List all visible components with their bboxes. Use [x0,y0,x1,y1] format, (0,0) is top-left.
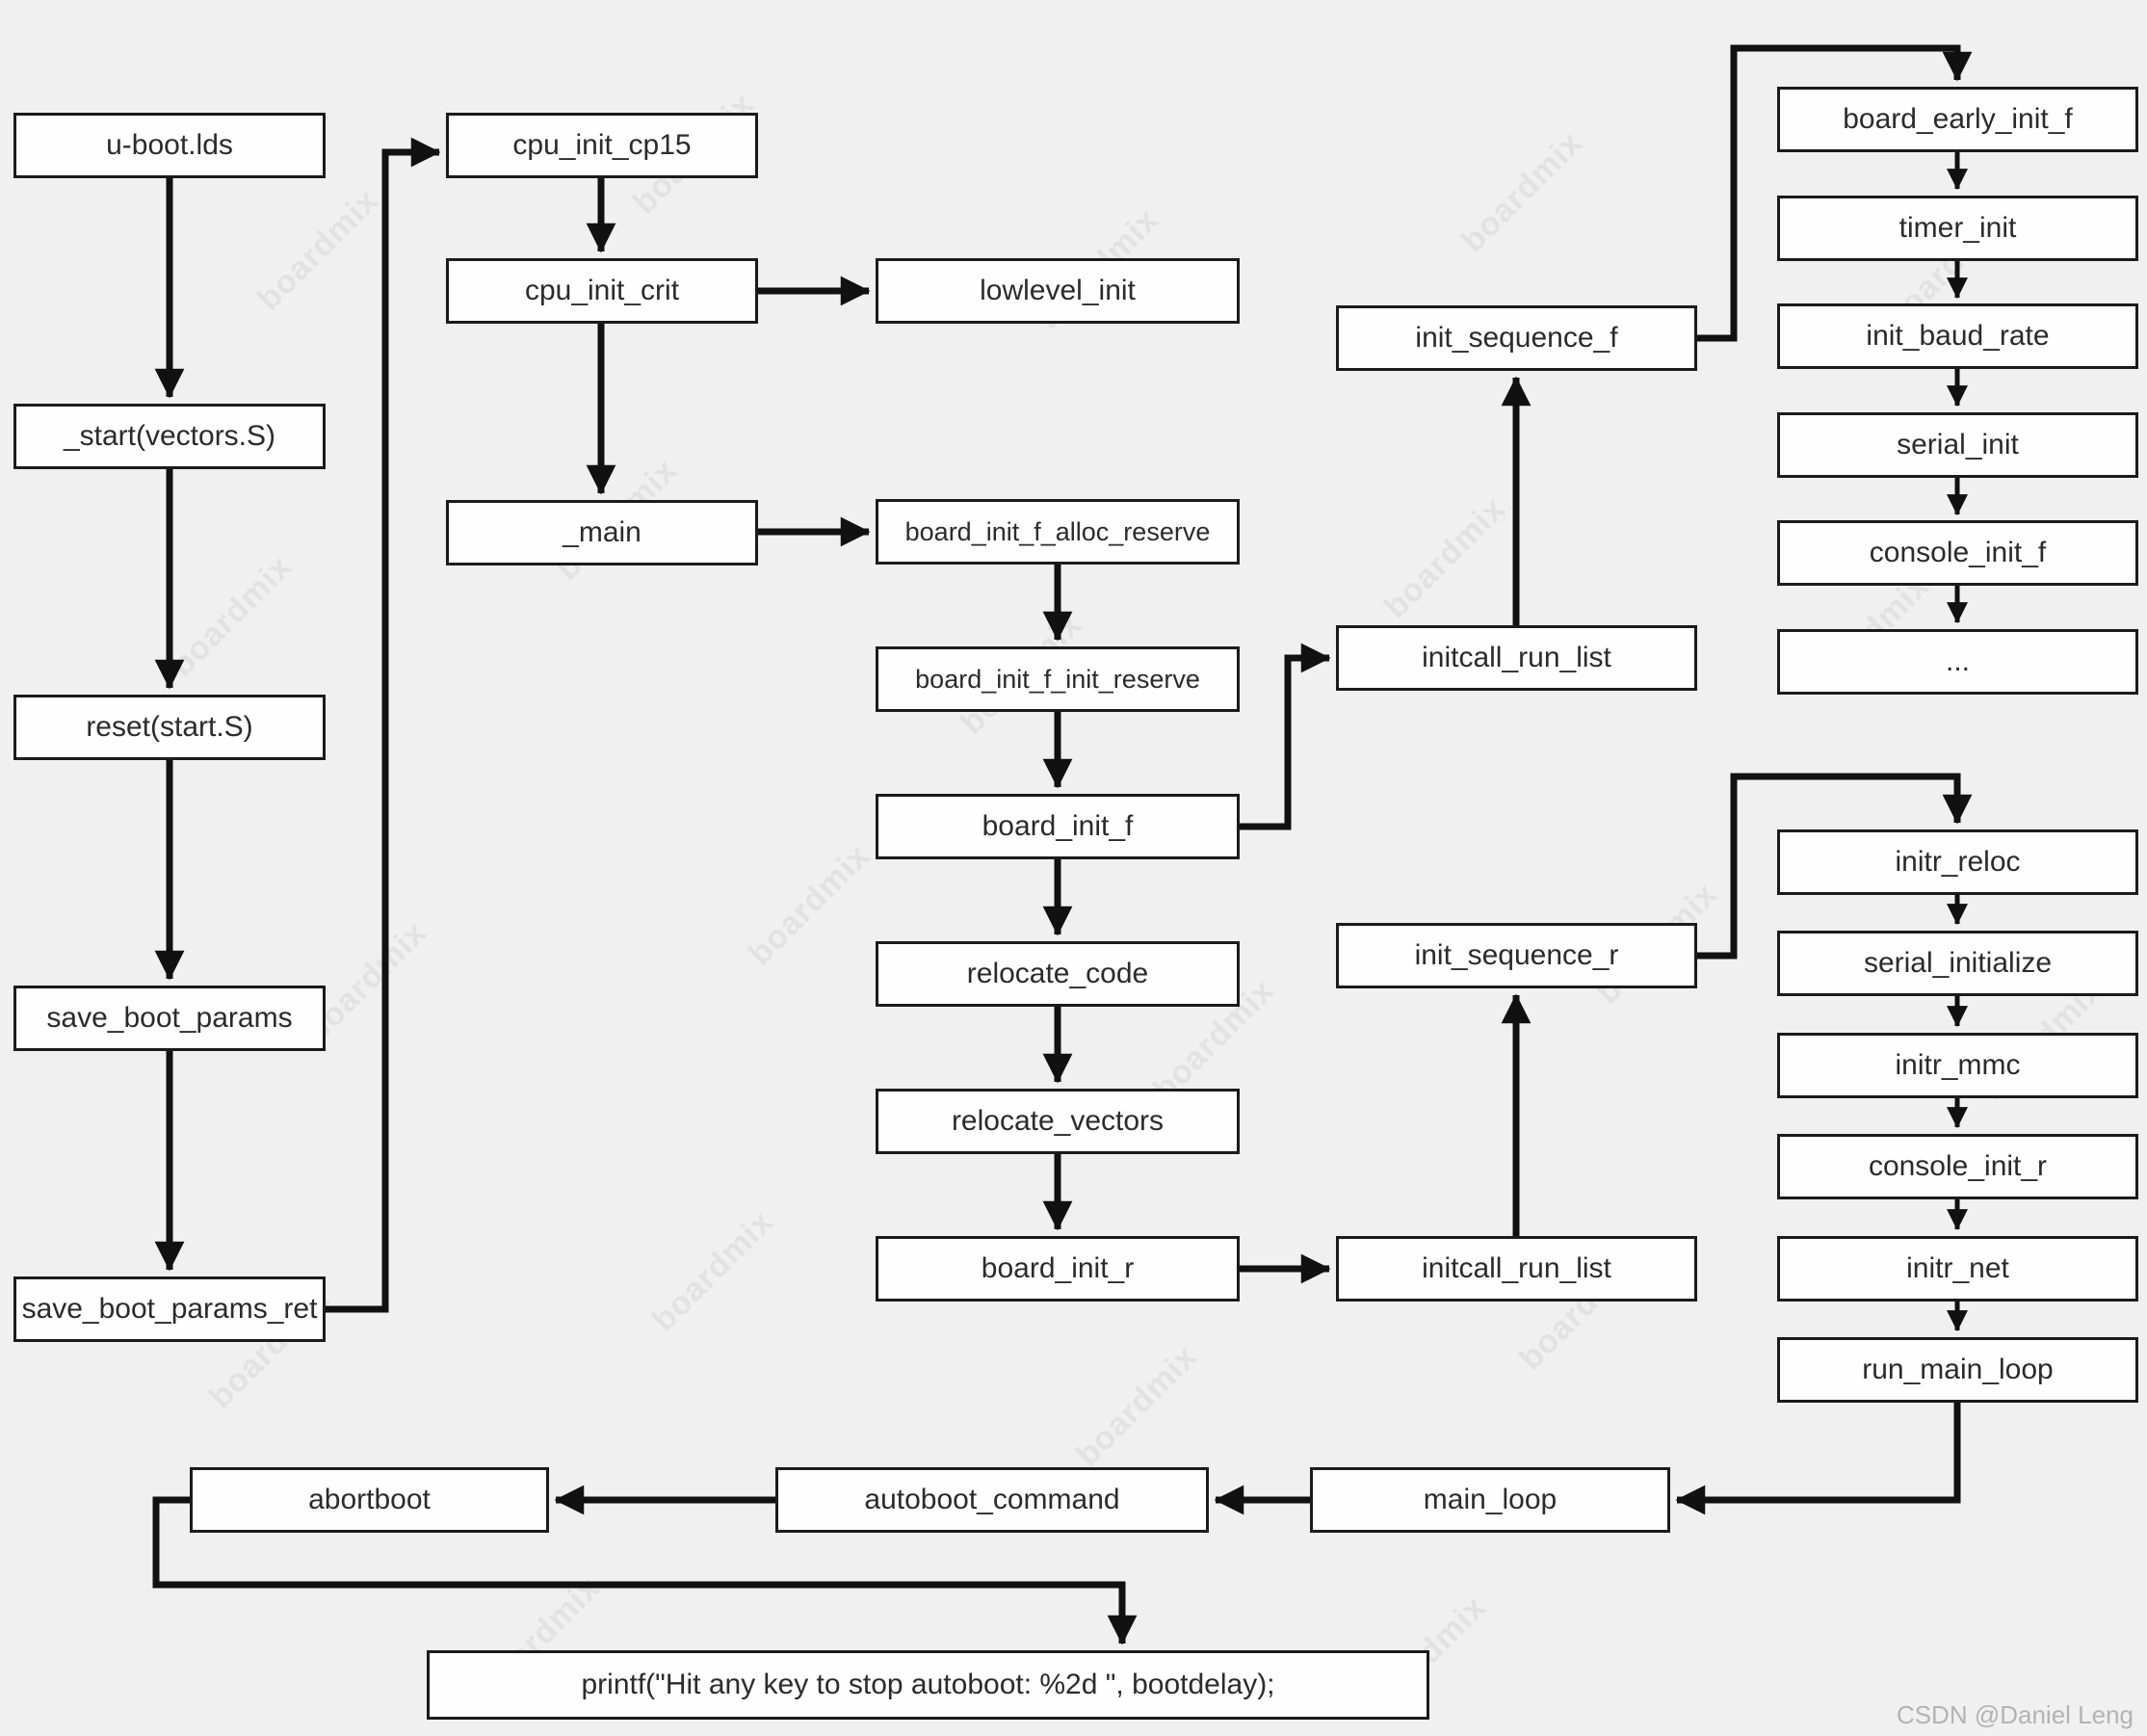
node-u-boot-lds: u-boot.lds [13,113,326,178]
node-initcall-run-list-f: initcall_run_list [1336,625,1697,691]
node-start-vectors: _start(vectors.S) [13,404,326,469]
node-label: board_init_f_init_reserve [915,664,1200,694]
node-cpu-init-cp15: cpu_init_cp15 [446,113,758,178]
node-label: u-boot.lds [106,129,233,161]
node-board-init-f-init-reserve: board_init_f_init_reserve [876,646,1240,712]
node-label: cpu_init_crit [524,275,680,306]
node-save-boot-params-ret: save_boot_params_ret [13,1276,326,1342]
node-label: save_boot_params_ret [21,1293,318,1325]
node-label: initr_net [1906,1252,2009,1284]
node-label: timer_init [1898,212,2017,244]
node-label: _start(vectors.S) [63,420,276,452]
node-run-main-loop: run_main_loop [1777,1337,2138,1403]
csdn-credit: CSDN @Daniel Leng [1896,1700,2134,1729]
node-board-init-f: board_init_f [876,794,1240,859]
node-label: relocate_code [966,958,1149,989]
node-label: initr_mmc [1895,1049,2021,1081]
node-label: serial_init [1897,429,2019,460]
node-label: console_init_r [1868,1150,2048,1182]
node-initr-mmc: initr_mmc [1777,1033,2138,1098]
node-init-sequence-r: init_sequence_r [1336,923,1697,988]
node-label: init_sequence_r [1414,939,1619,971]
node-main: _main [446,500,758,566]
node-autoboot-command: autoboot_command [775,1467,1209,1533]
node-console-init-r: console_init_r [1777,1134,2138,1199]
node-console-init-f: console_init_f [1777,520,2138,586]
node-label: board_init_f_alloc_reserve [904,516,1211,546]
node-label: init_baud_rate [1866,320,2050,352]
node-save-boot-params: save_boot_params [13,986,326,1051]
node-label: initr_reloc [1895,846,2021,878]
arrow-initseq-r-to-initr-reloc [1697,773,1973,960]
node-label: initcall_run_list [1422,642,1611,673]
node-initr-reloc: initr_reloc [1777,829,2138,895]
node-reset-start: reset(start.S) [13,695,326,760]
node-label: relocate_vectors [951,1105,1165,1137]
arrow-binitf-to-initcall-f [1240,643,1331,830]
node-serial-init: serial_init [1777,412,2138,478]
node-timer-init: timer_init [1777,196,2138,261]
node-printf-hit-any-key: printf("Hit any key to stop autoboot: %2… [427,1650,1429,1720]
node-board-init-r: board_init_r [876,1236,1240,1302]
node-serial-initialize: serial_initialize [1777,931,2138,996]
node-label: save_boot_params [46,1002,293,1034]
node-initcall-run-list-r: initcall_run_list [1336,1236,1697,1302]
node-board-early-init-f: board_early_init_f [1777,87,2138,152]
node-board-init-f-alloc-reserve: board_init_f_alloc_reserve [876,499,1240,565]
node-init-sequence-f: init_sequence_f [1336,305,1697,371]
node-cpu-init-crit: cpu_init_crit [446,258,758,324]
node-label: board_init_r [981,1252,1135,1284]
node-label: init_sequence_f [1415,322,1618,354]
node-label: printf("Hit any key to stop autoboot: %2… [581,1669,1275,1700]
node-main-loop: main_loop [1310,1467,1670,1533]
node-label: main_loop [1423,1484,1558,1515]
node-label: autoboot_command [864,1484,1120,1515]
node-lowlevel-init: lowlevel_init [876,258,1240,324]
node-ellipsis: ... [1777,629,2138,695]
arrow-abortboot-to-printf [152,1496,1138,1645]
node-init-baud-rate: init_baud_rate [1777,303,2138,369]
node-label: board_early_init_f [1843,103,2073,135]
node-relocate-vectors: relocate_vectors [876,1089,1240,1154]
arrow-initseq-f-to-boardearly [1697,44,1973,342]
node-label: initcall_run_list [1422,1252,1611,1284]
node-label: reset(start.S) [86,711,253,743]
node-relocate-code: relocate_code [876,941,1240,1007]
node-initr-net: initr_net [1777,1236,2138,1302]
node-label: cpu_init_cp15 [512,129,692,161]
node-label: abortboot [308,1484,431,1515]
node-label: run_main_loop [1862,1354,2054,1385]
node-label: serial_initialize [1863,947,2053,979]
node-label: ... [1945,645,1970,677]
arrow-runmainloop-to-mainloop [1675,1403,1961,1515]
node-label: console_init_f [1869,537,2047,568]
node-abortboot: abortboot [190,1467,549,1533]
arrow-ret-to-cpu-init-cp15 [326,137,441,1313]
node-label: _main [563,516,641,548]
node-label: board_init_f [982,810,1134,842]
node-label: lowlevel_init [980,275,1136,306]
